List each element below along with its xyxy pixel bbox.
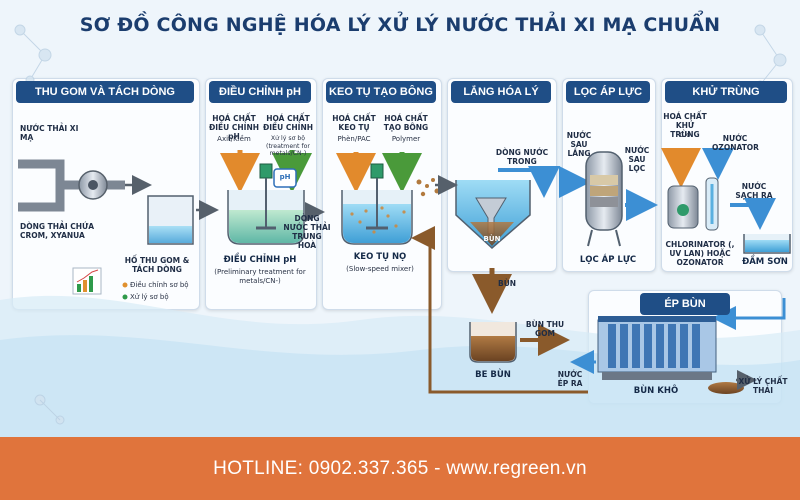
flocculation-tank-sub: (Slow-speed mixer) xyxy=(330,265,430,274)
filter-unit-label: LỌC ÁP LỰC xyxy=(566,255,650,265)
pond-label: ĐẦM SƠN xyxy=(738,257,792,267)
press-water-label: NƯỚC ÉP RA xyxy=(553,370,587,388)
stage-panel-collection xyxy=(12,78,200,310)
settled-water-label: NƯỚC SAU LẮNG xyxy=(564,131,594,158)
chlorinator-label: CHLORINATOR (, UV LAN) HOẶC OZONATOR xyxy=(664,240,736,267)
page-title: SƠ ĐỒ CÔNG NGHỆ HÓA LÝ XỬ LÝ NƯỚC THẢI X… xyxy=(0,14,800,36)
inflow-label-2: DÒNG THẢI CHỨA CROM, XYANUA xyxy=(20,222,98,240)
sludge-tank-label: BE BÙN xyxy=(462,370,524,380)
clean-water-label: NƯỚC SẠCH RA xyxy=(734,182,774,200)
stage-panel-coagulation xyxy=(322,78,442,310)
waste-disposal-label: XỬ LÝ CHẤT THẢI xyxy=(732,377,794,395)
stage-header-settling: LẮNG HÓA LÝ xyxy=(451,81,551,103)
collection-tank-label: HỐ THU GOM & TÁCH DÒNG xyxy=(118,256,196,274)
stage-header-sludge-press: ÉP BÙN xyxy=(640,293,730,315)
cone-sludge-label: BÙN xyxy=(480,235,504,244)
sludge-cake-label: BÙN KHÔ xyxy=(626,386,686,396)
legend-label-2: Xử lý sơ bộ xyxy=(130,293,194,302)
stage-header-filter: LỌC ÁP LỰC xyxy=(566,81,650,103)
stage-header-collection: THU GOM VÀ TÁCH DÒNG xyxy=(16,81,194,103)
flocculation-tank-label: KEO TỤ NỌ xyxy=(330,252,430,262)
stage-header-disinfection: KHỬ TRÙNG xyxy=(665,81,787,103)
hotline-text[interactable]: HOTLINE: 0902.337.365 - www.regreen.vn xyxy=(0,458,800,480)
filtered-water-label: NƯỚC SAU LỌC xyxy=(620,146,654,173)
inflow-label-1: NƯỚC THẢI XI MẠ xyxy=(20,124,80,142)
ph-tank-label: ĐIỀU CHỈNH pH xyxy=(212,255,308,265)
footer-bar: HOTLINE: 0902.337.365 - www.regreen.vn xyxy=(0,437,800,500)
coagulant-label: HOÁ CHẤT KEO TỤ xyxy=(328,114,380,132)
coagulant-sub: Phèn/PAC xyxy=(332,135,376,144)
flocculant-label: HOÁ CHẤT TẠO BÔNG xyxy=(380,114,432,132)
stage-header-coagulation: KEO TỤ TẠO BÔNG xyxy=(326,81,436,103)
sludge-tank xyxy=(470,322,516,362)
pretreat-chemical-sub: Xử lý sơ bộ (treatment for metals/CN-) xyxy=(262,135,314,158)
clear-water-label: DÒNG NƯỚC TRONG xyxy=(494,148,550,166)
ph-meter-label: pH xyxy=(276,173,294,182)
sludge-down-label: BÙN xyxy=(498,279,528,288)
flocculant-sub: Polymer xyxy=(384,135,428,144)
stage-header-ph: ĐIỀU CHỈNH pH xyxy=(209,81,311,103)
pretreat-chemical-label: HOÁ CHẤT ĐIỀU CHỈNH xyxy=(262,114,314,132)
ph-tank-sub: (Preliminary treatment for metals/CN-) xyxy=(212,268,308,286)
ph-chemical-sub: Axit/Kiềm xyxy=(212,135,256,144)
stage-panel-filter xyxy=(562,78,656,272)
sludge-collect-label: BÙN THU GOM xyxy=(524,320,566,338)
neutralized-flow-label: DÒNG NƯỚC THẢI TRUNG HOÀ xyxy=(283,214,331,250)
disinfectant-sub: Clo xyxy=(668,131,702,140)
legend-label-1: Điều chỉnh sơ bộ xyxy=(130,281,194,290)
ozonator-water-label: NƯỚC OZONATOR xyxy=(712,134,758,152)
